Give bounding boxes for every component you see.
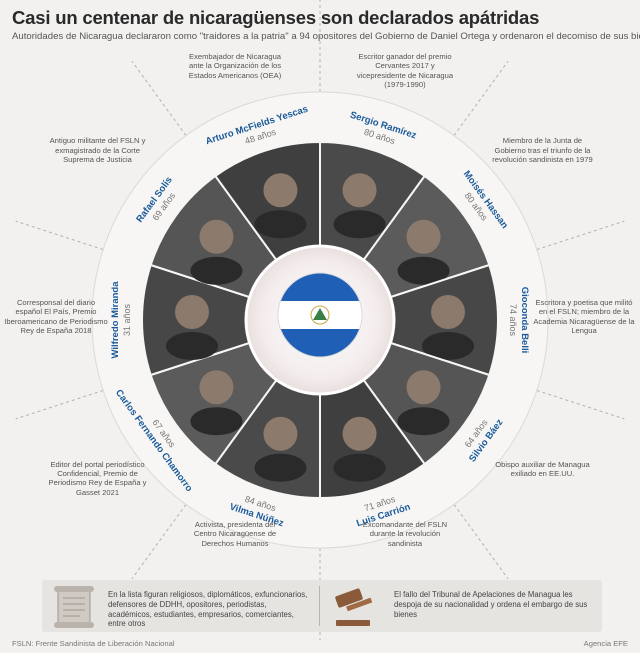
portrait-body xyxy=(190,407,243,436)
person-description: Escritora y poetisa que militó en el FSL… xyxy=(533,298,635,336)
portrait-face xyxy=(199,370,234,405)
separator-ray xyxy=(15,375,149,420)
portrait-body xyxy=(422,332,474,360)
separator-ray xyxy=(425,60,509,175)
footer-right-text: El fallo del Tribunal de Apelaciones de … xyxy=(394,590,588,619)
portrait-face xyxy=(263,173,298,208)
person-description: Activista, presidenta del Centro Nicarag… xyxy=(193,520,277,548)
separator-ray xyxy=(425,465,509,580)
page-title: Casi un centenar de nicaragüenses son de… xyxy=(12,7,540,28)
page-subtitle: Autoridades de Nicaragua declararon como… xyxy=(12,31,640,42)
person-description: Antiguo militante del FSLN y exmagistrad… xyxy=(49,136,146,165)
portrait-body xyxy=(397,256,450,285)
gavel-icon xyxy=(335,588,373,626)
portrait-body xyxy=(333,210,386,239)
person-description: Obispo auxiliar de Managua exiliado en E… xyxy=(495,459,590,479)
separator-ray xyxy=(131,465,215,580)
portrait-body xyxy=(333,453,386,482)
separator-ray xyxy=(131,60,215,175)
person-age: 74 años xyxy=(508,304,518,337)
portrait-face xyxy=(342,416,377,451)
photo-segments xyxy=(141,140,499,500)
scroll-icon xyxy=(54,586,94,628)
portrait-body xyxy=(397,407,450,436)
person-description: Escritor ganador del premio Cervantes 20… xyxy=(356,52,454,90)
portrait-body xyxy=(190,256,243,285)
footer-left-text: En la lista figuran religiosos, diplomát… xyxy=(108,590,308,629)
credit-right: Agencia EFE xyxy=(583,639,628,648)
separator-ray xyxy=(15,220,149,265)
person-description: Excomandante del FSLN durante la revoluc… xyxy=(362,520,448,548)
portrait-face xyxy=(342,173,377,208)
portrait-body xyxy=(254,210,307,239)
portrait-face xyxy=(406,370,441,405)
footer-divider xyxy=(319,586,320,626)
separator-ray xyxy=(491,220,625,265)
portrait-face xyxy=(175,295,209,329)
nicaragua-flag-icon xyxy=(277,272,363,358)
portrait-face xyxy=(406,219,441,254)
portrait-face xyxy=(199,219,234,254)
portrait-face xyxy=(263,416,298,451)
footer-box xyxy=(42,580,602,632)
portrait-body xyxy=(254,453,307,482)
person-description: Exembajador de Nicaragua ante la Organiz… xyxy=(188,52,282,80)
credit-left: FSLN: Frente Sandinista de Liberación Na… xyxy=(12,639,175,648)
portrait-body xyxy=(166,332,218,360)
person-description: Editor del portal periodístico Confidenc… xyxy=(48,459,147,497)
person-description: Miembro de la Junta de Gobierno tras el … xyxy=(492,136,593,165)
person-name: Wilfredo Miranda xyxy=(110,281,121,359)
person-name: Gioconda Belli xyxy=(519,287,530,354)
separator-ray xyxy=(491,375,625,420)
portrait-face xyxy=(431,295,465,329)
person-description: Corresponsal del diario español El País,… xyxy=(4,298,108,336)
person-age: 31 años xyxy=(122,303,132,336)
